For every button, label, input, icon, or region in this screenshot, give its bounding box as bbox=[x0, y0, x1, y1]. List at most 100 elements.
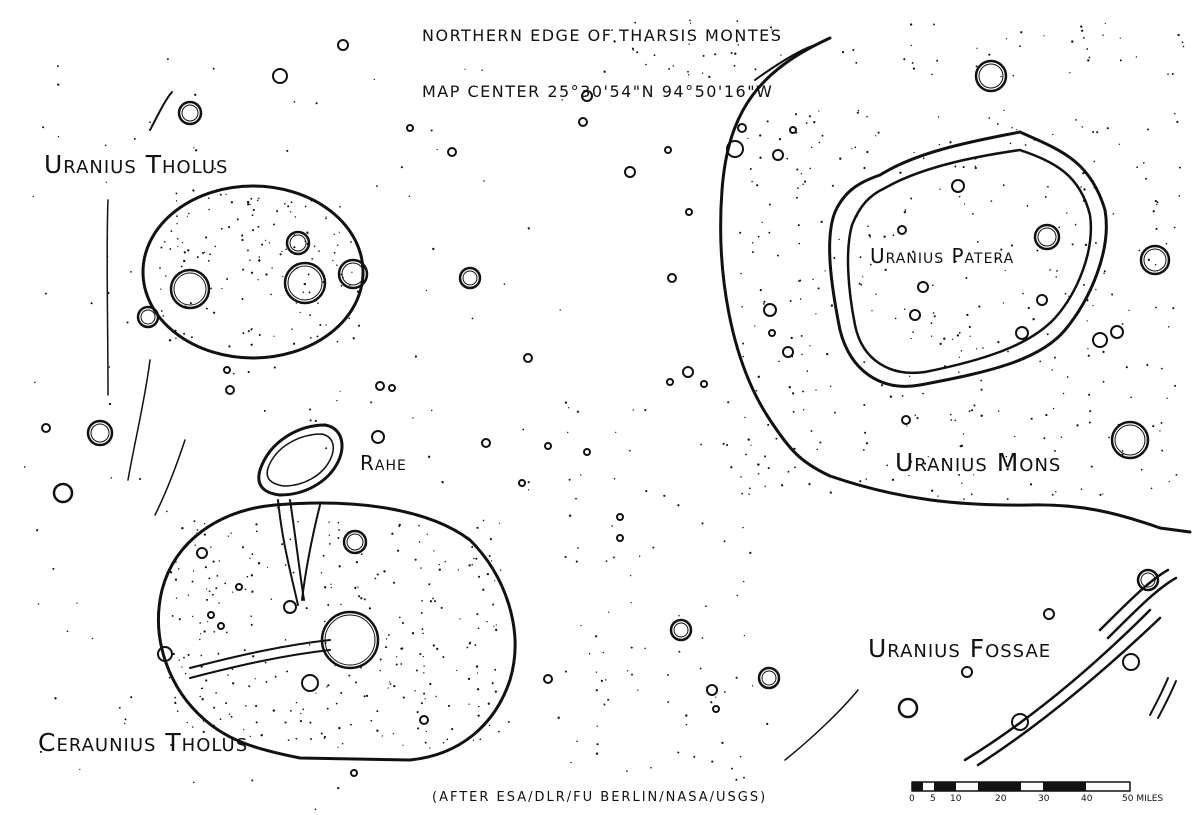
stipple-dot bbox=[189, 302, 192, 305]
crater bbox=[581, 90, 593, 102]
stipple-dot bbox=[955, 260, 957, 263]
stipple-dot bbox=[183, 259, 186, 263]
stipple-dot bbox=[105, 181, 107, 183]
stipple-dot bbox=[794, 113, 798, 116]
crater bbox=[897, 225, 907, 235]
stipple-dot bbox=[806, 370, 809, 372]
stipple-dot bbox=[305, 607, 308, 610]
stipple-dot bbox=[1095, 288, 1097, 291]
stipple-dot bbox=[426, 533, 428, 535]
crater bbox=[1011, 713, 1029, 731]
stipple-dot bbox=[1154, 263, 1157, 266]
stipple-dot bbox=[56, 65, 59, 68]
stipple-dot bbox=[258, 333, 261, 337]
stipple-dot bbox=[688, 43, 690, 45]
stipple-dot bbox=[446, 738, 449, 741]
stipple-dot bbox=[324, 586, 327, 589]
stipple-dot bbox=[701, 522, 704, 525]
stipple-dot bbox=[1161, 449, 1164, 452]
crater-inner-rim bbox=[1037, 227, 1057, 247]
stipple-dot bbox=[318, 250, 320, 252]
stipple-dot bbox=[632, 409, 635, 411]
stipple-dot bbox=[821, 134, 824, 137]
stipple-dot bbox=[937, 260, 940, 262]
crater-inner-rim bbox=[1114, 424, 1146, 456]
stipple-dot bbox=[797, 224, 800, 227]
stipple-dot bbox=[319, 324, 322, 326]
stipple-dot bbox=[44, 292, 47, 295]
stipple-dot bbox=[869, 263, 872, 266]
stipple-dot bbox=[638, 555, 641, 557]
stipple-dot bbox=[791, 392, 795, 395]
stipple-dot bbox=[1150, 487, 1153, 490]
stipple-dot bbox=[1087, 59, 1090, 62]
stipple-dot bbox=[862, 449, 865, 451]
stipple-dot bbox=[276, 210, 279, 213]
stipple-dot bbox=[442, 741, 445, 744]
stipple-dot bbox=[653, 54, 656, 57]
stipple-dot bbox=[335, 702, 338, 705]
stipple-dot bbox=[668, 67, 671, 70]
stipple-dot bbox=[730, 767, 733, 770]
stipple-dot bbox=[165, 510, 168, 513]
label-ceraunius-tholus: Ceraunius Tholus bbox=[38, 728, 249, 757]
rahe-crater-inner bbox=[266, 433, 335, 487]
stipple-dot bbox=[338, 565, 341, 568]
stipple-dot bbox=[1005, 455, 1008, 458]
stipple-dot bbox=[759, 289, 762, 292]
stipple-dot bbox=[943, 365, 947, 368]
stipple-dot bbox=[956, 334, 960, 337]
stipple-dot bbox=[1178, 166, 1181, 169]
stipple-dot bbox=[808, 482, 811, 486]
stipple-dot bbox=[187, 594, 190, 596]
crater bbox=[523, 353, 533, 363]
stipple-dot bbox=[169, 248, 172, 250]
stipple-dot bbox=[974, 157, 977, 160]
stipple-dot bbox=[568, 407, 570, 409]
stipple-dot bbox=[295, 737, 298, 740]
stipple-dot bbox=[580, 624, 582, 627]
stipple-dot bbox=[1016, 129, 1018, 131]
crater bbox=[177, 100, 203, 126]
stipple-dot bbox=[326, 686, 328, 688]
stipple-dot bbox=[273, 335, 275, 337]
stipple-dot bbox=[323, 737, 326, 739]
stipple-dot bbox=[577, 547, 579, 549]
stipple-dot bbox=[310, 738, 312, 740]
stipple-dot bbox=[1121, 450, 1124, 452]
stipple-dot bbox=[317, 302, 319, 304]
stipple-dot bbox=[677, 751, 680, 754]
stipple-dot bbox=[242, 268, 245, 271]
stipple-dot bbox=[171, 614, 174, 617]
stipple-dot bbox=[499, 569, 502, 571]
stipple-dot bbox=[225, 193, 227, 196]
stipple-dot bbox=[204, 566, 207, 569]
stipple-dot bbox=[685, 723, 688, 726]
stipple-dot bbox=[250, 623, 253, 626]
caldera-channel bbox=[301, 504, 321, 601]
stipple-dot bbox=[387, 634, 390, 636]
stipple-dot bbox=[976, 47, 978, 49]
stipple-dot bbox=[630, 646, 633, 649]
stipple-dot bbox=[270, 293, 272, 296]
crater-inner-rim bbox=[181, 104, 199, 122]
stipple-dot bbox=[605, 560, 608, 562]
stipple-dot bbox=[1051, 369, 1053, 371]
stipple-dot bbox=[289, 538, 292, 541]
stipple-dot bbox=[249, 259, 251, 262]
crater-inner-rim bbox=[1140, 572, 1156, 588]
stipple-dot bbox=[194, 544, 196, 546]
crater-inner-rim bbox=[90, 423, 110, 443]
stipple-dot bbox=[631, 673, 633, 676]
stipple-dot bbox=[363, 534, 366, 537]
crater bbox=[789, 126, 797, 134]
stipple-dot bbox=[205, 598, 209, 601]
stipple-dot bbox=[166, 58, 169, 61]
stipple-dot bbox=[759, 134, 762, 137]
stipple-dot bbox=[975, 348, 978, 350]
crater bbox=[301, 674, 319, 692]
stipple-dot bbox=[855, 214, 859, 217]
crater bbox=[1139, 244, 1171, 276]
stipple-dot bbox=[464, 68, 466, 70]
stipple-dot bbox=[608, 611, 610, 613]
